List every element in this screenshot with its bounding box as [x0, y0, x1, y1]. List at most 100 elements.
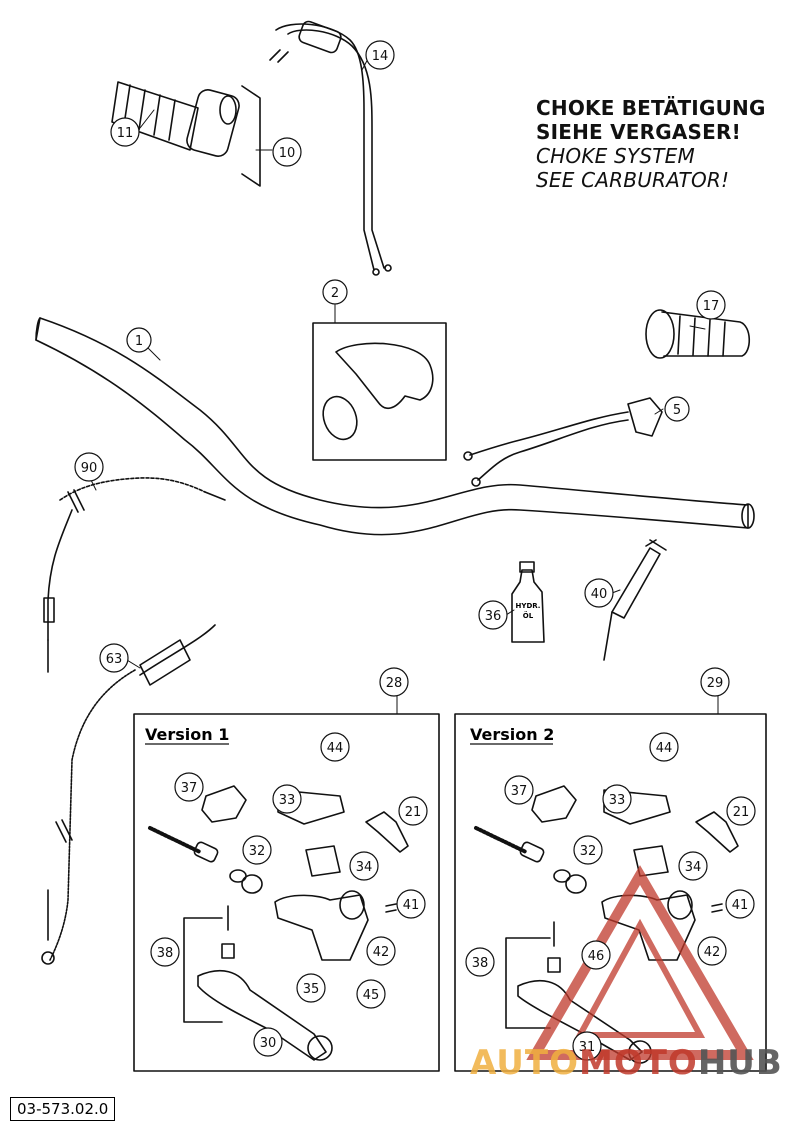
svg-text:28: 28: [386, 676, 403, 691]
part-number: 03-573.02.0: [10, 1097, 116, 1121]
v1-piston-kit[interactable]: [148, 826, 263, 894]
callout-14: 14: [365, 40, 395, 70]
callout-v2-44: 44: [649, 732, 679, 762]
svg-text:29: 29: [707, 676, 724, 691]
callout-v2-46: 46: [581, 940, 611, 970]
callout-v2-34: 34: [678, 851, 708, 881]
callout-11: 11: [110, 117, 140, 147]
callout-v1-42: 42: [366, 936, 396, 966]
callout-36: 36: [478, 600, 508, 630]
callout-v1-34: 34: [349, 851, 379, 881]
svg-text:44: 44: [327, 741, 344, 756]
callout-v1-38: 38: [150, 937, 180, 967]
svg-text:37: 37: [181, 781, 198, 796]
callout-v2-31: 31: [572, 1031, 602, 1061]
watermark-text: AUTOMOTOHUB: [470, 1043, 783, 1083]
svg-text:42: 42: [704, 945, 721, 960]
callout-v1-44: 44: [320, 732, 350, 762]
callout-v1-32: 32: [242, 835, 272, 865]
choke-note-line1: CHOKE BETÄTIGUNG: [536, 96, 766, 120]
watermark-part1: AUTO: [470, 1043, 579, 1083]
version-1-box: [133, 713, 440, 1072]
choke-note-line3: CHOKE SYSTEM: [536, 144, 695, 168]
svg-text:37: 37: [511, 784, 528, 799]
callout-v1-45: 45: [356, 979, 386, 1009]
handlebar[interactable]: [35, 317, 755, 536]
callout-v1-37: 37: [174, 772, 204, 802]
version-1-title: Version 1: [145, 725, 229, 744]
callout-17: 17: [696, 290, 726, 320]
watermark-part3: HUB: [697, 1043, 783, 1083]
v1-brake-lever[interactable]: [197, 905, 333, 1061]
bleeding-syringe[interactable]: [603, 539, 667, 661]
svg-text:45: 45: [363, 988, 380, 1003]
clutch-cable[interactable]: [43, 477, 226, 673]
callout-v1-41: 41: [396, 889, 426, 919]
svg-text:32: 32: [580, 844, 597, 859]
svg-text:33: 33: [609, 793, 626, 808]
svg-text:63: 63: [106, 652, 123, 667]
bottle-label-line2: ÖL: [523, 611, 534, 620]
callout-v1-30: 30: [253, 1027, 283, 1057]
callout-v2-38: 38: [465, 947, 495, 977]
callout-v1-35: 35: [296, 973, 326, 1003]
kill-switch[interactable]: [463, 397, 663, 487]
svg-text:34: 34: [356, 860, 373, 875]
svg-text:14: 14: [372, 49, 389, 64]
callout-5: 5: [664, 396, 690, 422]
v1-bracket-lines: [183, 917, 223, 1023]
svg-text:44: 44: [656, 741, 673, 756]
callout-v2-42: 42: [697, 936, 727, 966]
svg-text:2: 2: [331, 286, 339, 301]
version-2-box: [454, 713, 767, 1072]
svg-text:41: 41: [732, 898, 749, 913]
left-grip[interactable]: [645, 309, 751, 359]
throttle-grip[interactable]: [111, 81, 241, 158]
svg-text:40: 40: [591, 587, 608, 602]
callout-v2-32: 32: [573, 835, 603, 865]
svg-text:21: 21: [733, 805, 750, 820]
callout-v2-41: 41: [725, 889, 755, 919]
callout-29: 29: [700, 667, 730, 697]
throttle-housing-bracket: [241, 85, 261, 187]
callout-1: 1: [126, 327, 152, 353]
handguard[interactable]: [317, 342, 434, 444]
svg-text:35: 35: [303, 982, 320, 997]
svg-text:5: 5: [673, 403, 681, 418]
svg-text:10: 10: [279, 146, 296, 161]
callout-v1-21: 21: [398, 796, 428, 826]
svg-text:1: 1: [135, 334, 143, 349]
svg-text:38: 38: [157, 946, 174, 961]
v1-master-cylinder[interactable]: [274, 890, 397, 961]
hydraulic-oil-bottle[interactable]: [511, 561, 545, 643]
svg-text:31: 31: [579, 1040, 596, 1055]
callout-v2-37: 37: [504, 775, 534, 805]
v1-clamp-parts[interactable]: [201, 785, 409, 877]
throttle-cables[interactable]: [269, 20, 392, 276]
bottle-label-line1: HYDR.: [516, 602, 541, 610]
svg-text:36: 36: [485, 609, 502, 624]
choke-note-line2: SIEHE VERGASER!: [536, 120, 741, 144]
svg-text:21: 21: [405, 805, 422, 820]
hydraulic-brake-line[interactable]: [41, 624, 216, 965]
svg-text:41: 41: [403, 898, 420, 913]
callout-63: 63: [99, 643, 129, 673]
watermark-part2: MOTO: [578, 1043, 698, 1083]
callout-40: 40: [584, 578, 614, 608]
callout-v2-33: 33: [602, 784, 632, 814]
handguard-box: [312, 322, 447, 461]
version-2-title: Version 2: [470, 725, 554, 744]
choke-note: CHOKE BETÄTIGUNG SIEHE VERGASER! CHOKE S…: [536, 96, 766, 192]
callout-90: 90: [74, 452, 104, 482]
v2-bracket-lines: [505, 937, 551, 1029]
svg-text:17: 17: [703, 299, 720, 314]
v2-piston-kit[interactable]: [474, 826, 587, 894]
v2-clamp-parts[interactable]: [531, 785, 739, 877]
choke-note-line4: SEE CARBURATOR!: [536, 168, 730, 192]
callout-10: 10: [272, 137, 302, 167]
callout-v2-21: 21: [726, 796, 756, 826]
callout-2: 2: [322, 279, 348, 305]
svg-text:32: 32: [249, 844, 266, 859]
svg-text:34: 34: [685, 860, 702, 875]
